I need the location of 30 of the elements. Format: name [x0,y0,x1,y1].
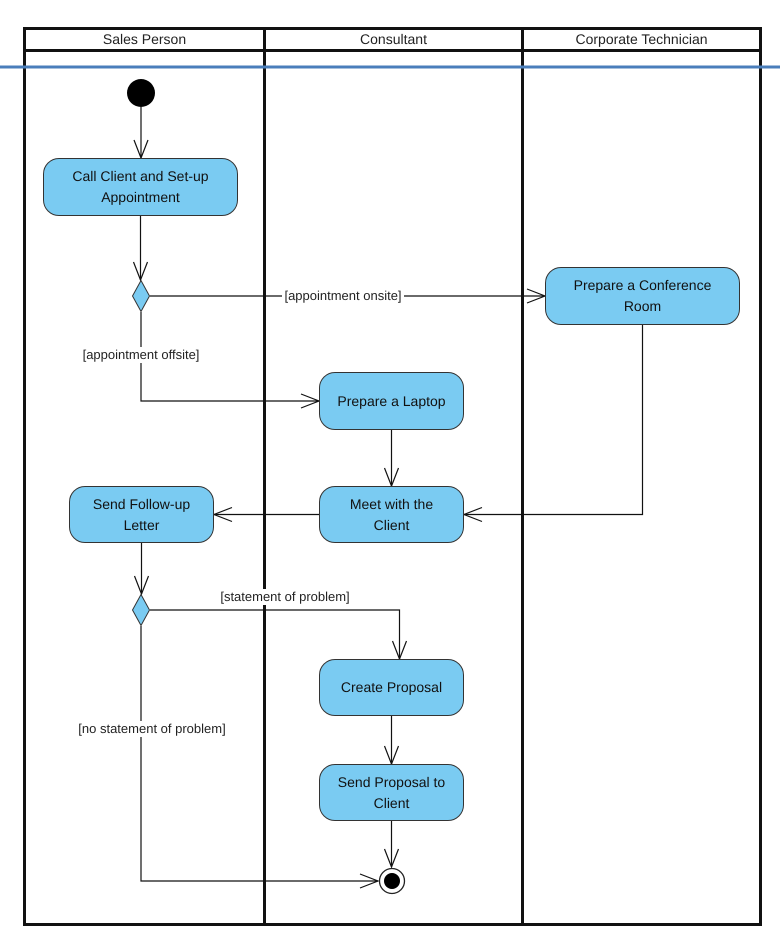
initial-node [127,79,155,107]
arrow [463,325,644,522]
arrow [140,626,379,889]
activity-box: Send Follow-up Letter [69,486,214,543]
lane-header: Consultant [266,30,521,52]
arrow [384,821,400,868]
lane-header: Sales Person [26,30,263,52]
decision-diamond [132,594,150,626]
arrow [140,312,320,409]
arrow [132,216,148,281]
arrow [384,430,400,487]
edge-label: [statement of problem] [218,589,352,605]
decision-diamond [132,280,150,312]
activity-box: Send Proposal to Client [319,764,464,821]
arrow [150,609,408,660]
arrow [384,716,400,765]
activity-box: Create Proposal [319,659,464,716]
edge-label: [appointment offsite] [80,347,202,363]
arrow [134,543,150,595]
final-node [378,867,406,895]
edge-label: [no statement of problem] [76,721,228,737]
activity-box: Call Client and Set-up Appointment [43,158,238,216]
edge-label: [appointment onsite] [282,288,404,304]
lane-header: Corporate Technician [524,30,759,52]
activity-box: Meet with the Client [319,486,464,543]
activity-box: Prepare a Conference Room [545,267,740,325]
arrow [213,506,319,522]
swimlane [521,27,762,926]
arrow [133,107,149,159]
activity-box: Prepare a Laptop [319,372,464,430]
